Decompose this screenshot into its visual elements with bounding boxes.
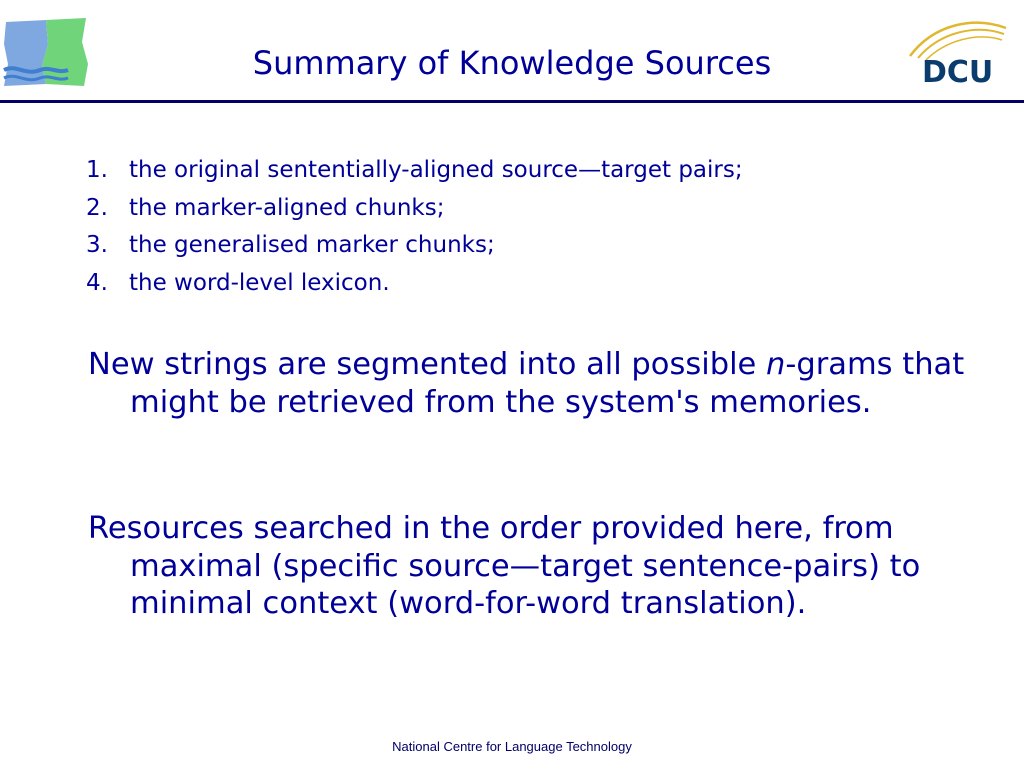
dcu-logo-text: DCU — [922, 55, 993, 88]
list-item: 4. the word-level lexicon. — [86, 265, 966, 303]
list-text: the original sententially-aligned source… — [129, 157, 743, 183]
dcu-logo: DCU — [904, 14, 1012, 90]
list-number: 4. — [86, 269, 108, 296]
knowledge-sources-list: 1. the original sententially-aligned sou… — [86, 152, 966, 302]
list-item: 3. the generalised marker chunks; — [86, 227, 966, 265]
list-item: 1. the original sententially-aligned sou… — [86, 152, 966, 190]
segmentation-paragraph: New strings are segmented into all possi… — [88, 346, 990, 421]
list-number: 1. — [86, 157, 108, 183]
list-text: the word-level lexicon. — [129, 269, 390, 296]
para1-text-before: New strings are segmented into all possi… — [88, 347, 766, 382]
title-rule — [0, 100, 1024, 103]
list-item: 2. the marker-aligned chunks; — [86, 190, 966, 228]
resources-paragraph: Resources searched in the order provided… — [88, 511, 921, 621]
footer-text: National Centre for Language Technology — [392, 739, 632, 754]
list-number: 3. — [86, 232, 108, 258]
dcu-swoosh-icon: DCU — [909, 21, 1007, 90]
para1-text-after: -grams that might be retrieved from the … — [130, 347, 965, 420]
slide-title: Summary of Knowledge Sources — [252, 44, 772, 82]
list-text: the generalised marker chunks; — [129, 232, 495, 258]
ncl-logo-icon — [3, 18, 88, 86]
list-text: the marker-aligned chunks; — [129, 194, 445, 221]
list-number: 2. — [86, 194, 108, 221]
para1-italic-n: n — [766, 347, 786, 382]
